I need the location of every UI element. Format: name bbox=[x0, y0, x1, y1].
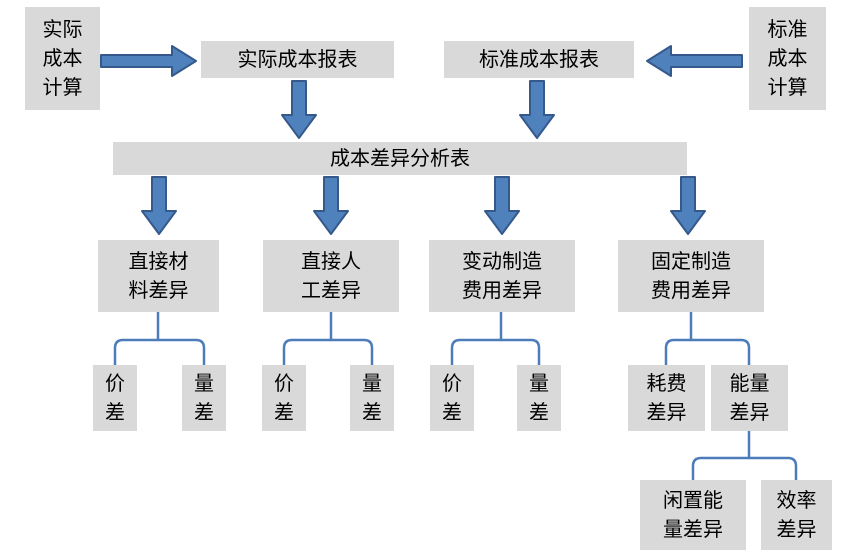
node-actual-cost-report: 实际成本报表 bbox=[201, 41, 394, 78]
connector-fixed-overhead-fork bbox=[664, 312, 751, 365]
connector-direct-material-fork bbox=[113, 312, 206, 365]
connector-direct-labor-fork bbox=[282, 312, 374, 365]
node-variance-analysis-bar: 成本差异分析表 bbox=[113, 142, 687, 175]
node-actual-cost-calc: 实际 成本 计算 bbox=[25, 7, 100, 110]
arrow-right-icon bbox=[100, 45, 197, 77]
node-direct-labor-variance: 直接人 工差异 bbox=[263, 240, 399, 312]
arrow-down-material-icon bbox=[141, 176, 177, 235]
arrow-down-labor-icon bbox=[313, 176, 349, 235]
node-quantity-variance-material: 量 差 bbox=[182, 365, 226, 431]
arrow-down-actual-icon bbox=[281, 80, 317, 139]
arrow-left-icon bbox=[646, 45, 743, 77]
node-quantity-variance-labor: 量 差 bbox=[350, 365, 394, 431]
node-price-variance-labor: 价 差 bbox=[262, 365, 306, 431]
node-price-variance-material: 价 差 bbox=[93, 365, 137, 431]
node-fixed-overhead-variance: 固定制造 费用差异 bbox=[618, 240, 764, 312]
arrow-down-fixed-overhead-icon bbox=[670, 176, 706, 235]
arrow-down-standard-icon bbox=[519, 80, 555, 139]
node-capacity-variance: 能量 差异 bbox=[711, 365, 788, 431]
node-standard-cost-report: 标准成本报表 bbox=[444, 41, 634, 78]
node-idle-capacity-variance: 闲置能 量差异 bbox=[640, 480, 746, 550]
connector-capacity-fork bbox=[691, 431, 798, 480]
node-efficiency-variance: 效率 差异 bbox=[761, 480, 832, 550]
node-standard-cost-calc: 标准 成本 计算 bbox=[749, 7, 826, 110]
connector-variable-overhead-fork bbox=[450, 312, 541, 365]
arrow-down-variable-overhead-icon bbox=[484, 176, 520, 235]
node-quantity-variance-overhead: 量 差 bbox=[517, 365, 561, 431]
node-price-variance-overhead: 价 差 bbox=[430, 365, 474, 431]
node-variable-overhead-variance: 变动制造 费用差异 bbox=[429, 240, 575, 312]
node-spending-variance: 耗费 差异 bbox=[628, 365, 705, 431]
node-direct-material-variance: 直接材 料差异 bbox=[98, 240, 219, 312]
